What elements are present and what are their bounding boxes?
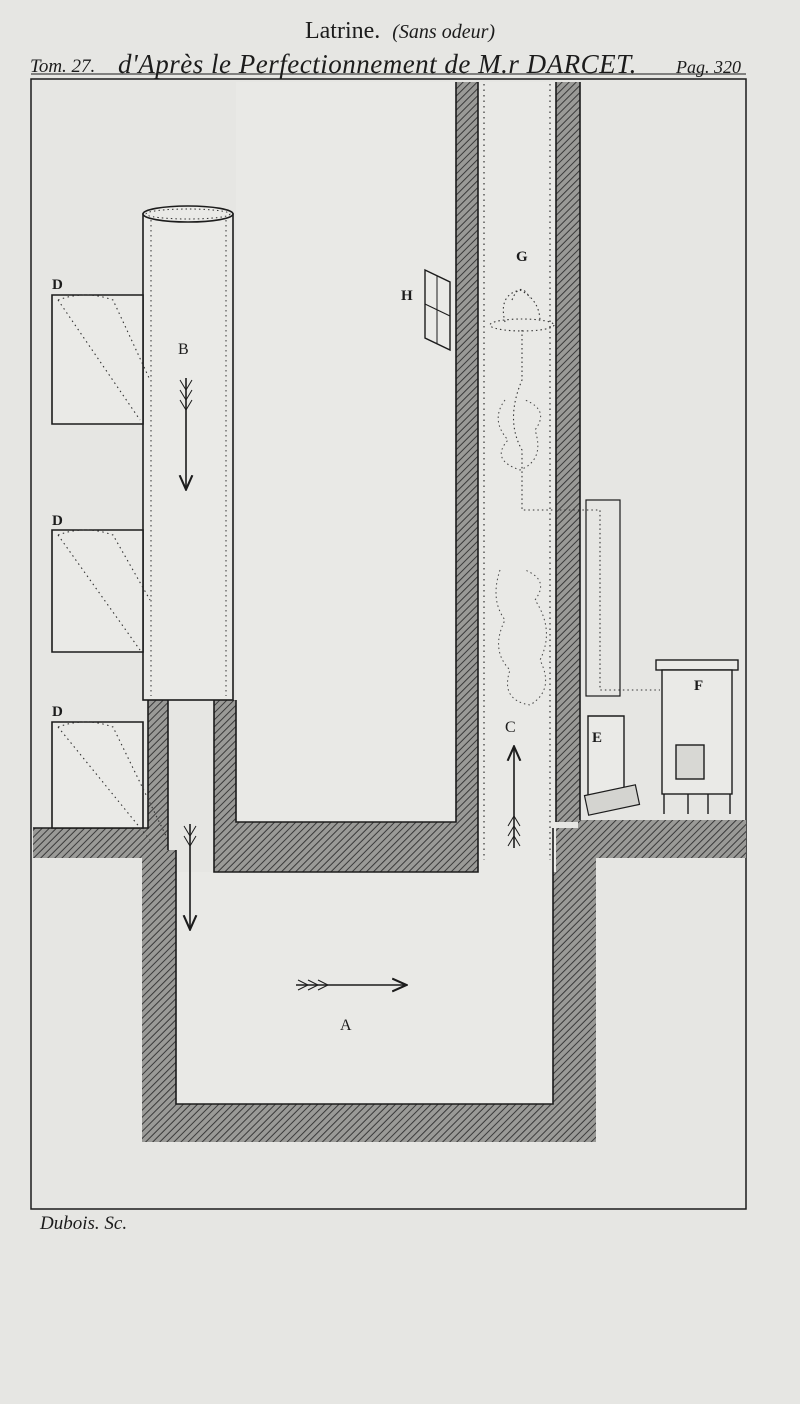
label-d-middle: D [52, 513, 63, 529]
label-c: C [505, 719, 516, 736]
central-room [236, 82, 456, 822]
vent-window-h [424, 268, 451, 352]
seat-funnels [57, 294, 169, 841]
label-f: F [694, 678, 703, 694]
label-h: H [401, 288, 413, 304]
plate-title: Latrine. (Sans odeur) [0, 18, 800, 45]
label-d-bottom: D [52, 704, 63, 720]
label-g: G [516, 249, 528, 265]
stove-f [655, 659, 739, 814]
arrow-fletching [179, 379, 521, 991]
chimney-c [478, 82, 556, 872]
flow-arrows [186, 378, 514, 985]
tome-number: Tom. 27. [30, 56, 96, 77]
furnace-e [583, 715, 641, 816]
title-note: (Sans odeur) [392, 21, 496, 43]
smoke [495, 399, 547, 706]
fall-pipe-b [142, 205, 234, 701]
label-a: A [340, 1017, 352, 1034]
engraver-credit: Dubois. Sc. [40, 1213, 128, 1234]
label-b: B [178, 341, 189, 358]
seats-d [51, 294, 144, 829]
plate-border [30, 78, 747, 1210]
stove-pipe [585, 499, 621, 697]
label-d-top: D [52, 277, 63, 293]
lamp-g [489, 288, 660, 691]
masonry [33, 82, 746, 1142]
label-e: E [592, 730, 602, 746]
title-text: Latrine. [304, 18, 381, 44]
page-number: Pag. 320 [676, 57, 741, 77]
